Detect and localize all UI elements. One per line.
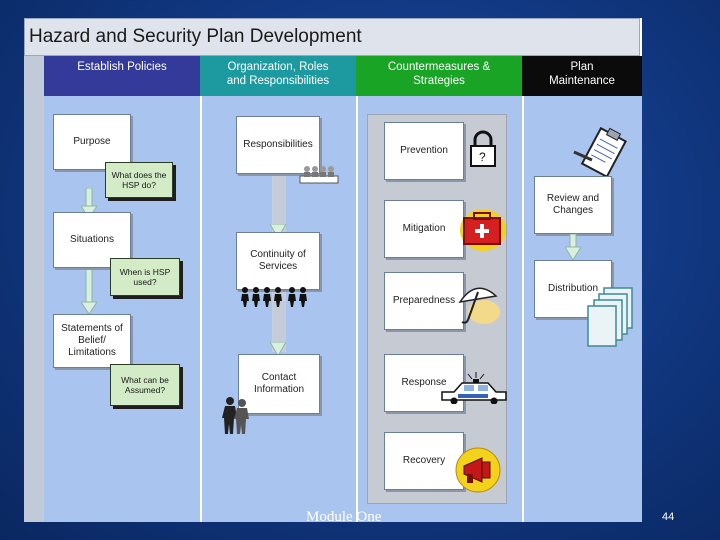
column-divider — [200, 96, 202, 522]
box-preparedness: Preparedness — [384, 272, 464, 330]
box-label: Recovery — [402, 455, 446, 466]
box-label: Continuity of Services — [250, 249, 306, 272]
people-row-icon — [241, 287, 307, 307]
header-label: Countermeasures & Strategies — [387, 61, 491, 87]
box-statements-of-belief: Statements of Belief/ Limitations — [53, 314, 131, 368]
svg-text:?: ? — [479, 150, 486, 164]
box-response: Response — [384, 354, 464, 412]
footer-module-label: Module One — [306, 509, 382, 525]
box-label: Distribution — [547, 283, 599, 294]
padlock-icon: ? — [470, 130, 496, 167]
meeting-table-icon — [299, 166, 339, 184]
flow-arrow — [565, 234, 581, 260]
megaphone-icon — [455, 447, 501, 493]
page-number: 44 — [662, 511, 675, 523]
diagram: Hazard and Security Plan Development Est… — [24, 18, 642, 522]
note-label: When is HSP used? — [119, 267, 171, 287]
header-organization: Organization, Roles and Responsibilities — [200, 56, 356, 96]
box-label: Review and Changes — [546, 193, 600, 216]
flow-arrow — [81, 266, 97, 314]
box-mitigation: Mitigation — [384, 200, 464, 258]
box-label: Responsibilities — [243, 139, 313, 150]
documents-stack-icon — [587, 287, 633, 347]
clipboard-icon — [573, 126, 627, 179]
note-label: What can be Assumed? — [121, 375, 169, 395]
first-aid-kit-icon — [460, 209, 506, 251]
header-label: Organization, Roles and Responsibilities — [226, 61, 330, 87]
box-label: Contact Information — [253, 372, 305, 395]
police-car-icon — [441, 372, 507, 404]
note-statements-question: What can be Assumed? — [110, 364, 180, 406]
box-label: Purpose — [73, 136, 111, 147]
box-contact-information: Contact Information — [238, 354, 320, 414]
diagram-title: Hazard and Security Plan Development — [29, 26, 362, 47]
box-purpose: Purpose — [53, 114, 131, 170]
box-label: Prevention — [400, 145, 448, 156]
box-label: Mitigation — [402, 223, 446, 234]
people-group-icon — [222, 397, 249, 434]
box-label: Statements of Belief/ Limitations — [61, 323, 123, 358]
column-divider — [522, 96, 524, 522]
box-review-and-changes: Review and Changes — [534, 176, 612, 234]
note-purpose-question: What does the HSP do? — [105, 162, 173, 198]
box-recovery: Recovery — [384, 432, 464, 490]
column-divider — [356, 96, 358, 522]
note-situations-question: When is HSP used? — [110, 258, 180, 296]
umbrella-icon — [458, 287, 500, 324]
header-establish-policies: Establish Policies — [44, 56, 200, 96]
box-responsibilities: Responsibilities — [236, 116, 320, 174]
box-prevention: Prevention — [384, 122, 464, 180]
box-label: Response — [401, 377, 447, 388]
header-label: Establish Policies — [77, 61, 167, 73]
header-countermeasures: Countermeasures & Strategies — [356, 56, 522, 96]
box-continuity-of-services: Continuity of Services — [236, 232, 320, 290]
box-label: Situations — [70, 234, 114, 245]
flow-arrow — [270, 224, 286, 238]
left-margin-strip — [24, 56, 44, 522]
flow-arrow — [270, 342, 286, 356]
title-bar: Hazard and Security Plan Development — [24, 18, 640, 56]
box-label: Preparedness — [392, 295, 456, 306]
header-label: Plan Maintenance — [549, 61, 615, 87]
header-plan-maintenance: Plan Maintenance — [522, 56, 642, 96]
note-label: What does the HSP do? — [111, 170, 167, 190]
